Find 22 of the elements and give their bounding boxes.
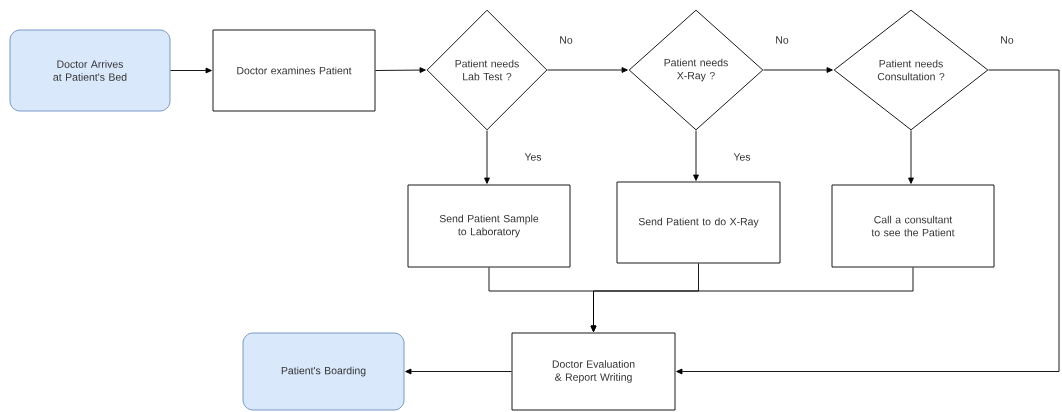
terminal-box: Doctor Arrives at Patient's Bed	[9, 29, 171, 112]
process-box: Send Patient to do X-Ray	[616, 181, 781, 264]
edge-label: No	[774, 35, 790, 45]
arrow	[676, 69, 1060, 375]
edge-label: No	[999, 35, 1015, 45]
edge-label: Yes	[732, 152, 752, 162]
arrow	[405, 368, 512, 375]
arrow	[375, 67, 426, 73]
process-box: Call a consultant to see the Patient	[831, 184, 995, 268]
arrow	[547, 67, 628, 73]
process-box: Doctor Evaluation & Report Writing	[511, 332, 676, 411]
arrow	[484, 130, 490, 184]
edge-label: No	[558, 35, 574, 45]
process-box: Send Patient Sample to Laboratory	[407, 184, 571, 268]
arrow	[693, 130, 699, 181]
terminal-box: Patient's Boarding	[242, 332, 405, 411]
arrow	[170, 67, 212, 74]
arrow	[590, 267, 914, 332]
edge-label: Yes	[523, 152, 543, 162]
process-box: Doctor examines Patient	[212, 29, 376, 112]
arrow	[763, 67, 833, 73]
arrow	[908, 130, 914, 184]
